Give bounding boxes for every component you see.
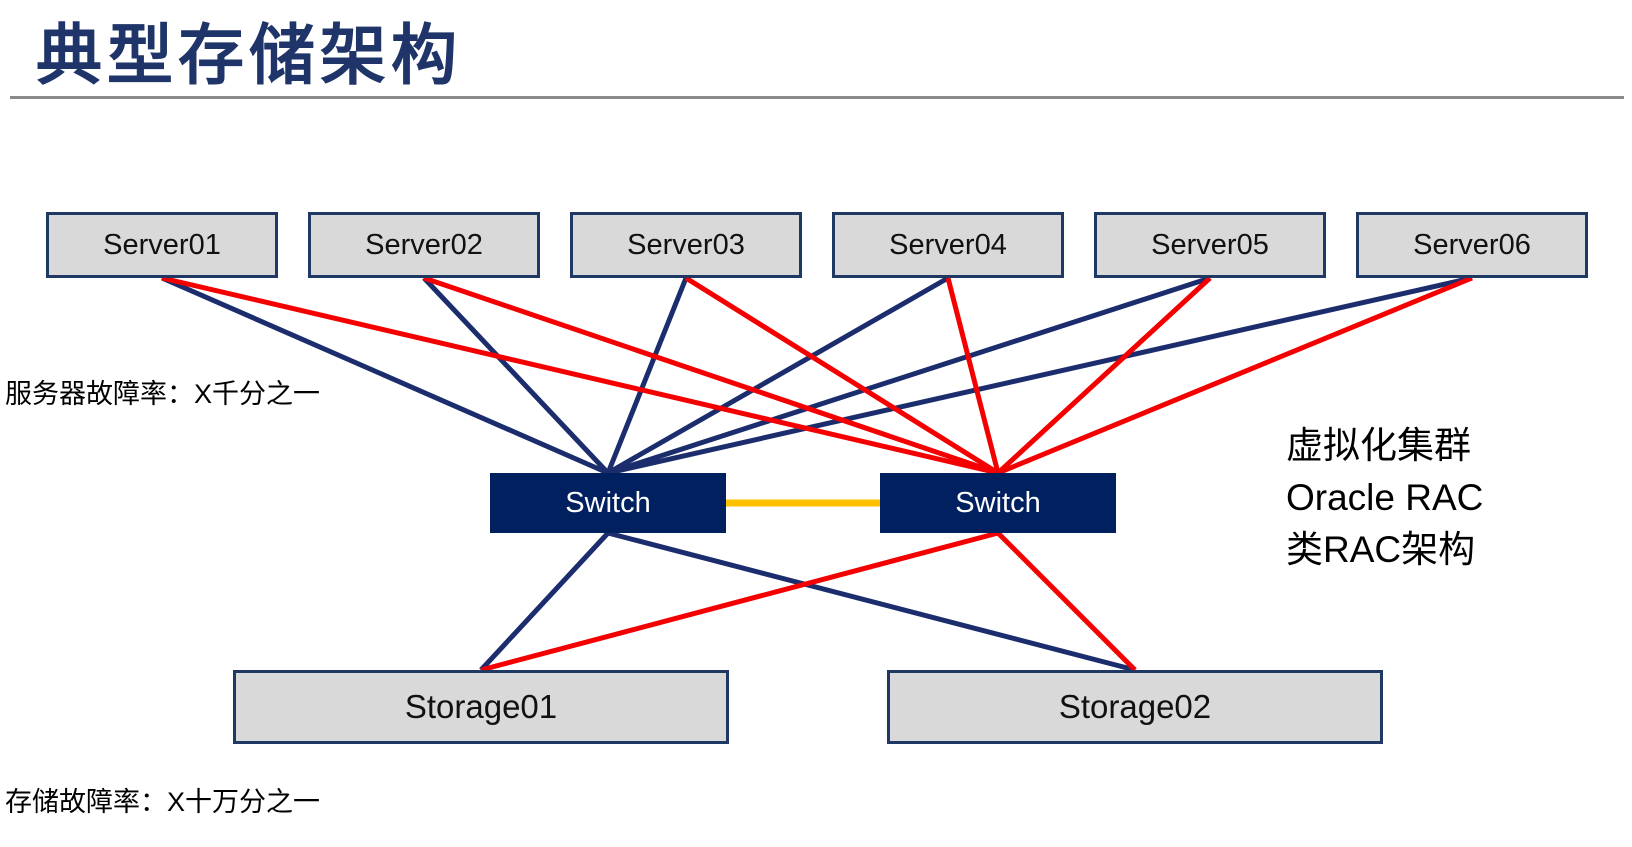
switch02-label: Switch <box>955 486 1041 519</box>
edge-server05-switch02 <box>996 276 1212 475</box>
server-failure-rate-note: 服务器故障率：X千分之一 <box>5 379 321 409</box>
edge-server03-switch01 <box>605 277 689 474</box>
edge-server06-switch01 <box>607 275 1473 476</box>
server02-label: Server02 <box>365 228 483 261</box>
storage01-box: Storage01 <box>233 670 729 744</box>
server04-box: Server04 <box>832 212 1064 278</box>
edge-switch02-storage01 <box>480 530 999 673</box>
edge-server06-switch02 <box>997 275 1473 476</box>
switch01-box: Switch <box>490 473 726 533</box>
switch01-label: Switch <box>565 486 651 519</box>
storage02-label: Storage02 <box>1058 688 1212 725</box>
server02-box: Server02 <box>308 212 540 278</box>
storage-failure-rate-note: 存储故障率：X十万分之一 <box>5 787 321 817</box>
page-title: 典型存储架构 <box>36 18 462 92</box>
server05-label: Server05 <box>1151 228 1269 261</box>
edge-server03-switch02 <box>684 275 1000 476</box>
edge-server04-switch01 <box>606 275 950 476</box>
edge-switch01-storage02 <box>607 530 1136 673</box>
cluster-note-line-3: 类RAC架构 <box>1286 529 1476 570</box>
server05-box: Server05 <box>1094 212 1326 278</box>
switch02-box: Switch <box>880 473 1116 533</box>
edge-server05-switch01 <box>607 275 1211 476</box>
edge-server01-switch01 <box>160 275 610 476</box>
cluster-note-line-2: Oracle RAC <box>1286 477 1484 518</box>
edge-server02-switch01 <box>422 276 610 475</box>
server01-box: Server01 <box>46 212 278 278</box>
edge-server04-switch02 <box>945 277 1001 474</box>
server03-label: Server03 <box>627 228 745 261</box>
server03-box: Server03 <box>570 212 802 278</box>
edge-server01-switch02 <box>161 275 999 476</box>
title-divider <box>10 96 1624 99</box>
server01-label: Server01 <box>103 228 221 261</box>
server06-label: Server06 <box>1413 228 1531 261</box>
cluster-type-note: 虚拟化集群 Oracle RAC 类RAC架构 <box>1286 420 1483 576</box>
storage01-label: Storage01 <box>404 688 558 725</box>
server06-box: Server06 <box>1356 212 1588 278</box>
cluster-note-line-1: 虚拟化集群 <box>1286 425 1471 466</box>
edge-switch02-storage02 <box>996 531 1137 672</box>
storage02-box: Storage02 <box>887 670 1383 744</box>
edge-switch01-storage01 <box>479 531 610 672</box>
edge-server02-switch02 <box>423 275 999 476</box>
server04-label: Server04 <box>889 228 1007 261</box>
